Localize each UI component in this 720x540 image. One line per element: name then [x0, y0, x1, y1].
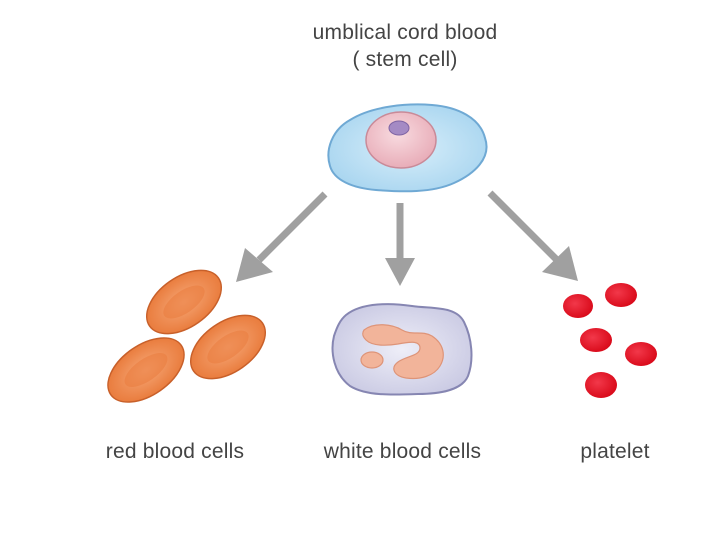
platelet-dot [625, 342, 657, 366]
red-blood-cell [189, 314, 267, 380]
platelet-dot [563, 294, 593, 318]
red-blood-cell [145, 269, 223, 335]
arrow-to-platelets [487, 190, 578, 281]
source-title: umblical cord blood [312, 21, 498, 44]
white-blood-cell-lobe [360, 351, 384, 369]
white-blood-cell [331, 303, 473, 396]
platelet-dot [605, 283, 637, 307]
red-blood-cells [107, 269, 267, 403]
platelet-dot [580, 328, 612, 352]
platelets [563, 283, 657, 398]
platelet-label: platelet [580, 440, 650, 463]
white-blood-cell-body [331, 303, 473, 396]
stem-cell [327, 103, 488, 193]
source-subtitle: ( stem cell) [352, 48, 458, 71]
stem-cell-nucleus [365, 111, 437, 169]
arrow-to-white-cells [385, 203, 415, 286]
white-blood-cell-nucleus [362, 324, 444, 380]
arrow-to-red-cells [236, 191, 328, 282]
platelet-dot [585, 372, 617, 398]
red-blood-cell [107, 337, 185, 403]
red-blood-cells-label: red blood cells [105, 440, 245, 463]
white-blood-cells-label: white blood cells [323, 440, 482, 463]
stem-cell-nucleolus [388, 120, 410, 136]
